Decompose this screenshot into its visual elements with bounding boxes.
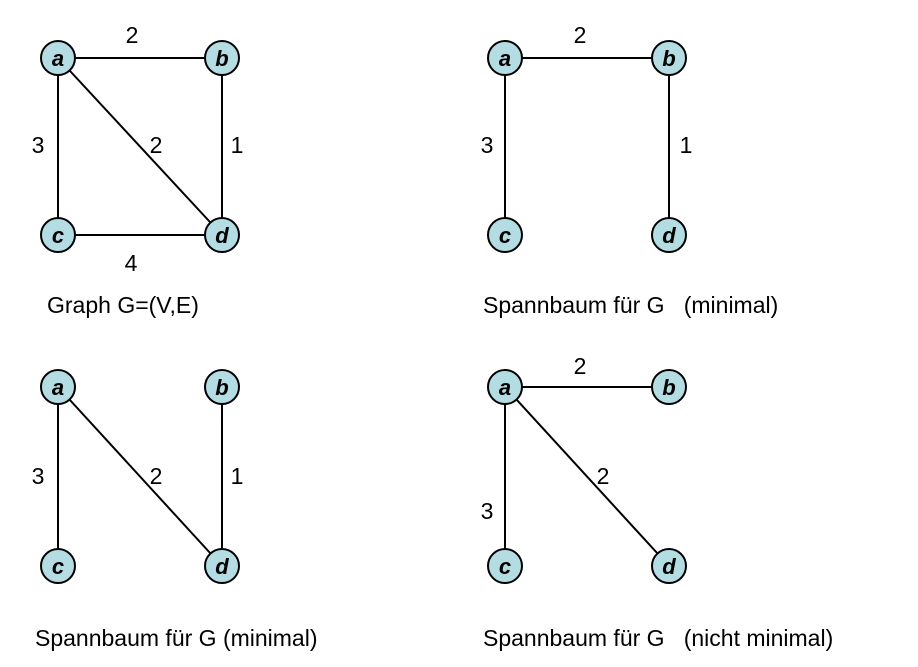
weight-a-b: 2 [126,22,139,48]
edge-a-d [57,57,223,236]
node-label-d: d [215,223,229,248]
weight-a-d: 2 [150,463,163,489]
weight-a-d: 2 [150,132,163,158]
node-label-d: d [662,554,676,579]
node-label-a: a [52,46,64,71]
caption-spanning-tree-3: Spannbaum für G (nicht minimal) [483,625,833,651]
weight-a-b: 2 [574,22,587,48]
node-label-c: c [499,554,511,579]
node-b: b [651,369,687,405]
node-a: a [40,369,76,405]
weight-b-d: 1 [231,132,244,158]
node-d: d [651,548,687,584]
weight-b-d: 1 [680,132,693,158]
edge-a-d [57,386,223,567]
caption-spanning-tree-2: Spannbaum für G (minimal) [35,625,318,651]
node-label-d: d [215,554,229,579]
caption-spanning-tree-1: Spannbaum für G (minimal) [483,292,778,318]
node-b: b [204,369,240,405]
node-label-c: c [52,554,64,579]
weight-a-c: 3 [481,132,494,158]
node-d: d [204,217,240,253]
edge-a-d [504,386,670,567]
node-c: c [40,548,76,584]
node-label-a: a [499,46,511,71]
weight-a-b: 2 [574,353,587,379]
node-label-c: c [52,223,64,248]
weight-c-d: 4 [125,250,138,276]
node-a: a [40,40,76,76]
panel-graph-g: 2 3 2 1 4 a b c d Graph G=(V,E) [32,22,244,318]
panel-spanning-tree-2: 3 2 1 a b c d Spannbaum für G (minimal) [32,369,318,651]
weight-a-c: 3 [32,463,45,489]
node-label-b: b [215,375,228,400]
node-c: c [487,217,523,253]
node-c: c [40,217,76,253]
weight-a-c: 3 [32,132,45,158]
weight-a-c: 3 [481,498,494,524]
node-b: b [651,40,687,76]
panel-spanning-tree-1: 2 3 1 a b c d Spannbaum für G (minimal) [481,22,779,318]
caption-graph-g: Graph G=(V,E) [47,292,199,318]
node-label-b: b [215,46,228,71]
node-d: d [651,217,687,253]
node-label-a: a [499,375,511,400]
node-label-b: b [662,375,675,400]
weight-b-d: 1 [231,463,244,489]
weight-a-d: 2 [597,463,610,489]
node-label-a: a [52,375,64,400]
node-label-d: d [662,223,676,248]
node-b: b [204,40,240,76]
node-label-b: b [662,46,675,71]
panel-spanning-tree-3: 2 3 2 a b c d Spannbaum für G (nicht min… [481,353,834,651]
node-a: a [487,369,523,405]
node-label-c: c [499,223,511,248]
node-d: d [204,548,240,584]
node-c: c [487,548,523,584]
node-a: a [487,40,523,76]
